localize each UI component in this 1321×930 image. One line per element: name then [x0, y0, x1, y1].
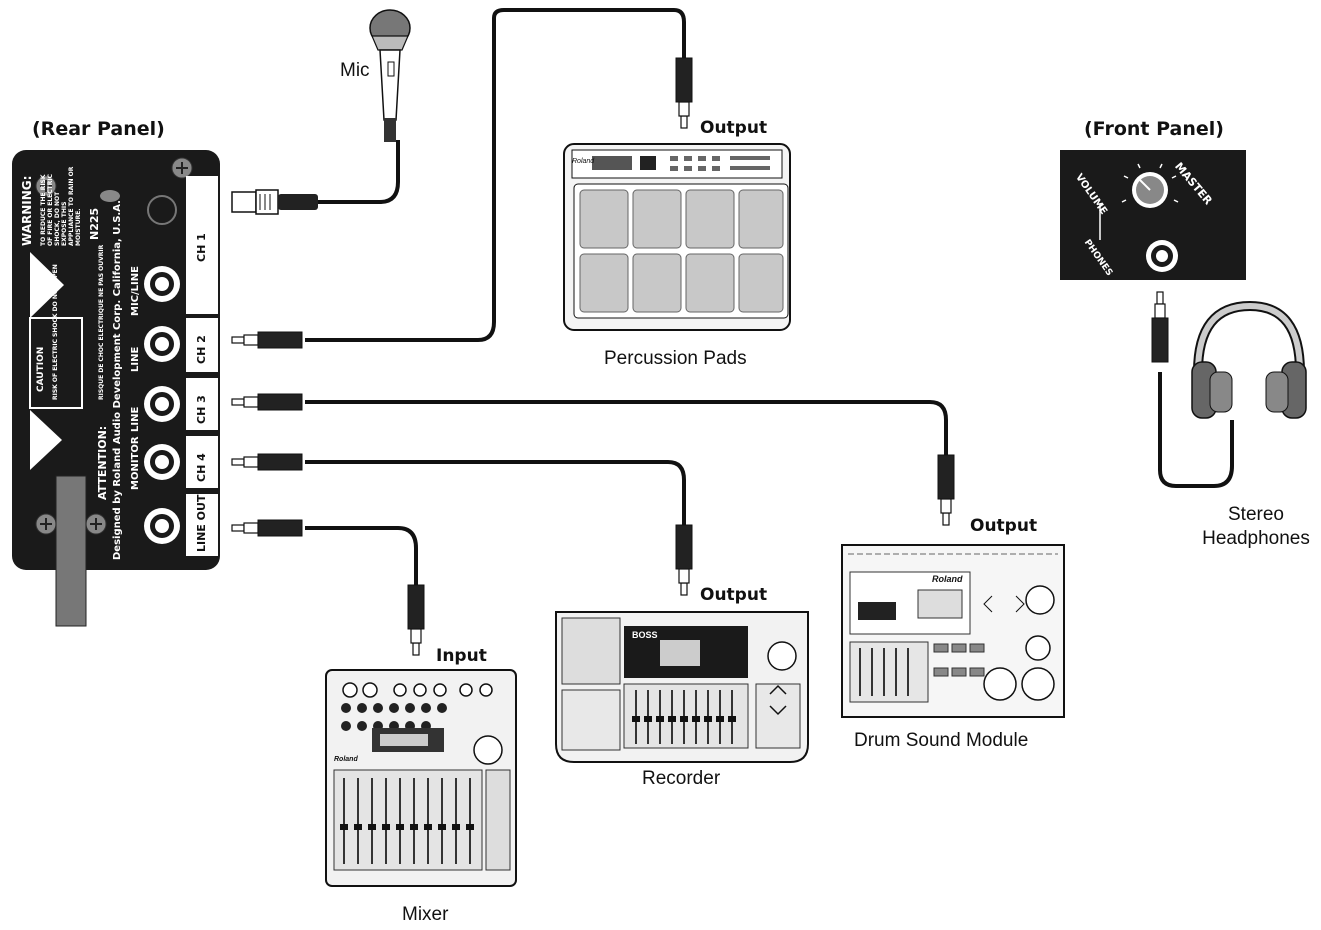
plug-percussion: [675, 57, 693, 129]
caution-title: CAUTION: [36, 346, 46, 392]
jack-label-mic-line: MIC/LINE: [130, 266, 141, 316]
percussion-output-label: Output: [700, 118, 768, 138]
mixer-brand: Roland: [334, 756, 358, 763]
recorder-device: [555, 611, 809, 763]
warning-title: WARNING:: [20, 175, 34, 246]
mixer-label: Mixer: [402, 904, 449, 925]
recorder-brand: BOSS: [632, 630, 658, 640]
mixer-device: [325, 669, 517, 887]
headphones-label-line2: Headphones: [1202, 528, 1310, 549]
rear-panel-title: (Rear Panel): [32, 118, 165, 140]
cables: [305, 8, 1234, 585]
plug-recorder: [675, 524, 693, 596]
microphone: [369, 9, 411, 142]
front-panel-title: (Front Panel): [1084, 118, 1224, 140]
plug-ch4: [231, 453, 303, 471]
headphones-label-line1: Stereo: [1228, 504, 1284, 525]
drum-sound-module-label: Drum Sound Module: [854, 730, 1029, 751]
plug-mixer: [407, 584, 425, 656]
mic-label: Mic: [340, 60, 370, 81]
attention-text: RISQUE DE CHOC ELECTRIQUE NE PAS OUVRIR: [98, 244, 105, 400]
cable-mic: [318, 140, 400, 204]
plug-ch2: [231, 331, 303, 349]
cable-percussion: [305, 8, 686, 342]
jack-label-monitor: MONITOR: [130, 436, 141, 490]
pads-brand: Roland: [572, 158, 595, 165]
designed-by-text: Designed by Roland Audio Development Cor…: [112, 200, 123, 560]
percussion-pads-label: Percussion Pads: [604, 348, 747, 369]
ch4-tag: CH 4: [195, 453, 208, 482]
drum-output-label: Output: [970, 516, 1038, 536]
headphones: [1191, 300, 1307, 419]
drum-brand: Roland: [932, 574, 963, 584]
ch2-tag: CH 2: [195, 335, 208, 364]
recorder-label: Recorder: [642, 768, 721, 789]
front-panel: [1060, 150, 1246, 280]
cable-mixer: [305, 526, 418, 585]
xlr-connector: [231, 189, 318, 215]
plug-drum: [937, 454, 955, 526]
cable-recorder: [305, 460, 686, 525]
jack-label-line-ch2: LINE: [130, 346, 141, 372]
recorder-output-label: Output: [700, 585, 768, 605]
caution-text: RISK OF ELECTRIC SHOCK DO NOT OPEN: [52, 264, 59, 400]
model-code: N225: [88, 207, 101, 240]
drum-module-device: [841, 544, 1065, 718]
plug-ch3: [231, 393, 303, 411]
plug-headphones: [1151, 291, 1169, 363]
cable-headphones: [1158, 372, 1234, 488]
attention-title: ATTENTION:: [96, 425, 109, 500]
lineout-tag: LINE OUT: [195, 494, 208, 552]
mixer-input-label: Input: [436, 646, 487, 666]
ch1-tag: CH 1: [195, 233, 208, 262]
warning-text: TO REDUCE THE RISK OF FIRE OR ELECTRIC S…: [40, 166, 82, 246]
ch3-tag: CH 3: [195, 395, 208, 424]
rear-panel: [12, 150, 220, 627]
cable-drum: [305, 400, 948, 455]
plug-lineout: [231, 519, 303, 537]
jack-label-line-ch3: LINE: [130, 406, 141, 432]
percussion-pads-device: [563, 143, 791, 331]
